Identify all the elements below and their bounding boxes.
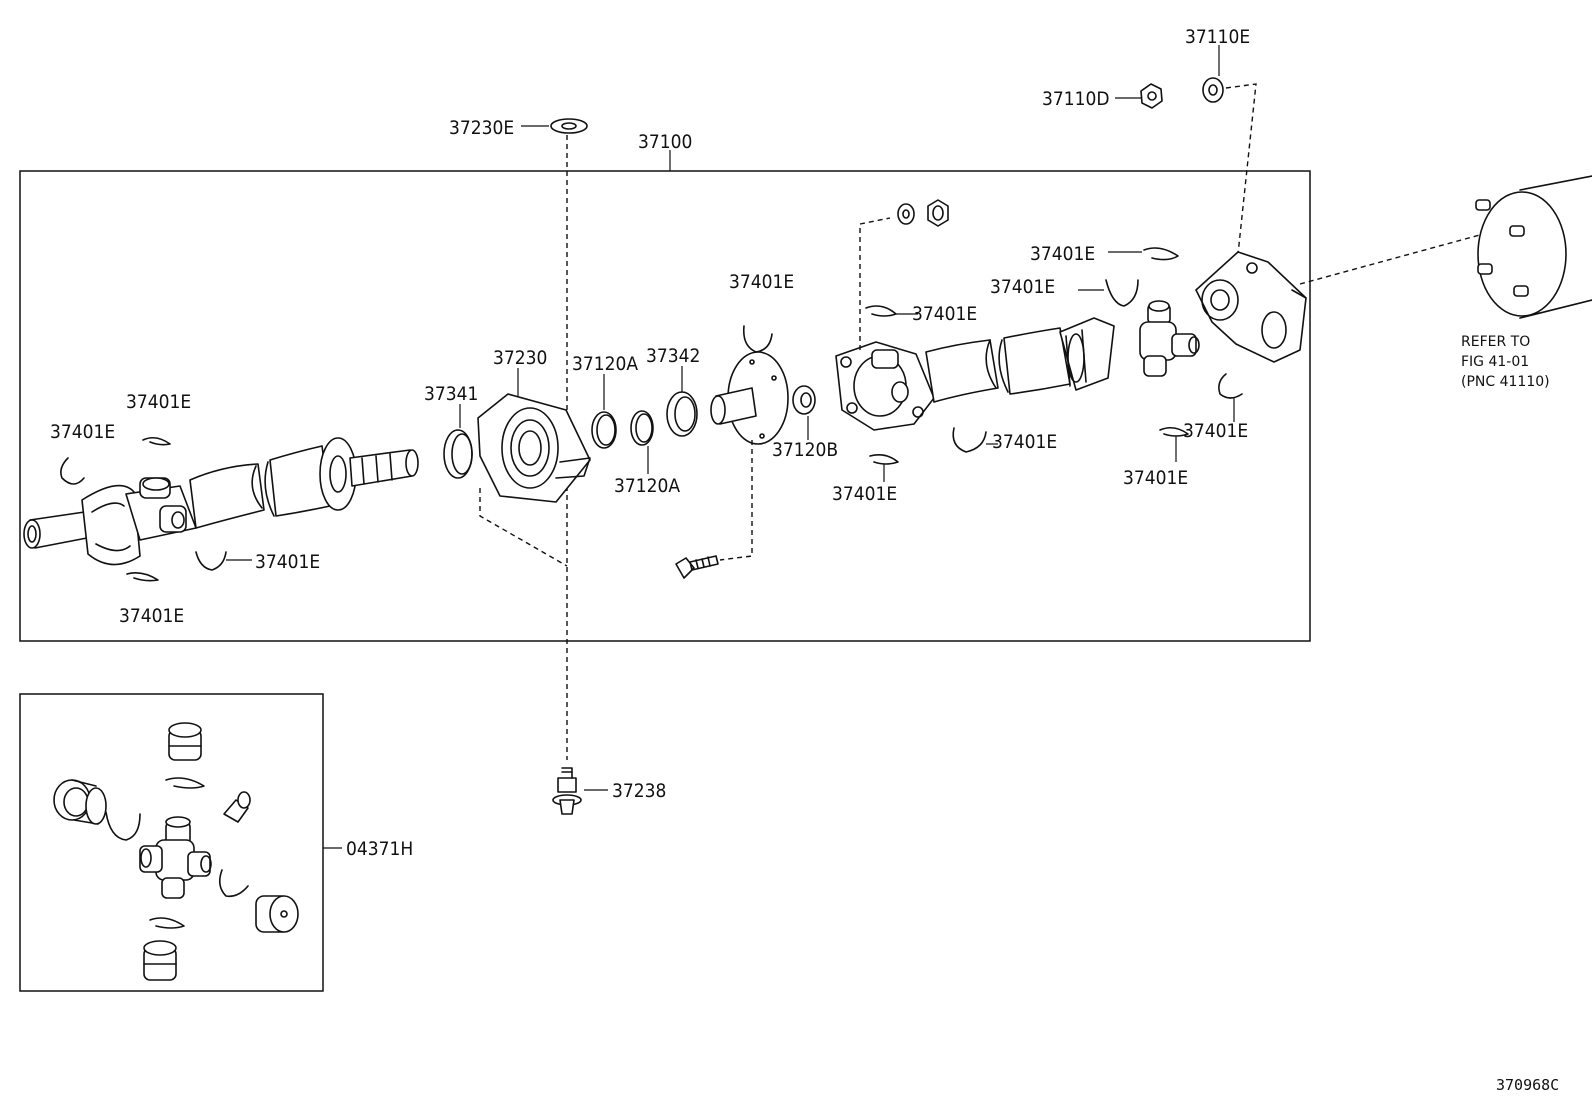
callout-37342: 37342 — [646, 345, 700, 367]
callout-37120A-1: 37120A — [572, 353, 638, 375]
ring-37120A-2 — [630, 410, 654, 446]
nut-37110D — [1140, 83, 1163, 109]
callout-37401E-m1: 37401E — [729, 271, 794, 293]
snap-ring-tr1 — [1143, 247, 1179, 261]
spider-kit-bearing-bottom — [143, 940, 177, 981]
callout-37120A-2: 37120A — [614, 475, 680, 497]
spider-kit-bearing-left — [53, 779, 107, 825]
spider-kit-bearing-right — [255, 895, 299, 933]
callout-37100: 37100 — [638, 131, 692, 153]
cv-joint-nut — [927, 199, 949, 227]
snap-ring-tr2 — [1105, 279, 1139, 307]
bolt-37238 — [552, 767, 582, 815]
spider-kit-cross — [139, 816, 212, 899]
dust-deflector-37341 — [443, 429, 473, 479]
rear-yoke — [1059, 317, 1115, 391]
rear-cv-joint — [835, 341, 935, 431]
callout-37341: 37341 — [424, 383, 478, 405]
callout-37401E-m4: 37401E — [832, 483, 897, 505]
callout-04371H: 04371H — [346, 838, 413, 860]
diagram-code: 370968C — [1496, 1076, 1559, 1094]
reference-note-line2: FIG 41-01 — [1461, 354, 1529, 370]
front-propeller-tube — [189, 445, 331, 529]
callout-37401E-l3: 37401E — [255, 551, 320, 573]
center-flange — [710, 351, 789, 445]
callout-37401E-m2: 37401E — [912, 303, 977, 325]
callout-37238: 37238 — [612, 780, 666, 802]
callout-37401E-r1: 37401E — [1183, 420, 1248, 442]
snap-ring-l2 — [142, 436, 171, 446]
callout-37401E-l4: 37401E — [119, 605, 184, 627]
snap-ring-l3 — [195, 551, 227, 571]
snap-ring-m2 — [865, 305, 897, 317]
spider-kit-ring-4 — [149, 917, 185, 929]
callout-37401E-r2: 37401E — [1123, 467, 1188, 489]
spider-kit-ring-3 — [218, 869, 249, 898]
reference-note-line1: REFER TO — [1461, 334, 1530, 350]
callout-37401E-l1: 37401E — [126, 391, 191, 413]
snap-ring-m3 — [952, 427, 987, 453]
center-support-bearing — [477, 393, 591, 503]
front-shaft-flange-spline — [319, 437, 419, 511]
callout-37230E: 37230E — [449, 117, 514, 139]
ring-37120A-1 — [591, 411, 617, 449]
snap-ring-r1 — [1218, 373, 1243, 399]
cv-joint-washer — [897, 203, 915, 225]
snap-ring-m4 — [869, 454, 899, 465]
rear-flange-yoke — [1195, 251, 1307, 363]
callout-37110D: 37110D — [1042, 88, 1110, 110]
flange-bolt — [675, 555, 719, 579]
rear-propeller-tube — [925, 327, 1071, 403]
callout-37230: 37230 — [493, 347, 547, 369]
callout-37110E: 37110E — [1185, 26, 1250, 48]
spider-kit-bearing-top — [168, 722, 202, 761]
spider-kit-grease-fitting — [223, 791, 251, 823]
snap-ring-l4 — [126, 572, 159, 582]
snap-ring-m1 — [742, 325, 773, 353]
snap-ring-l1 — [60, 457, 85, 485]
callout-37401E-tr1: 37401E — [1030, 243, 1095, 265]
reference-note-line3: (PNC 41110) — [1461, 374, 1550, 390]
rear-spider — [1139, 300, 1200, 377]
dust-deflector-37342 — [666, 391, 698, 437]
differential-flange-reference — [1475, 175, 1592, 319]
front-universal-joint — [125, 477, 197, 541]
washer-37230E — [550, 118, 588, 134]
spider-kit-ring-2 — [105, 811, 141, 841]
front-slip-yoke — [23, 484, 141, 566]
main-assembly-frame — [19, 170, 1311, 642]
nut-37120B — [792, 385, 816, 415]
callout-37401E-m3: 37401E — [992, 431, 1057, 453]
spider-kit-frame — [19, 693, 324, 992]
callout-37401E-tr2: 37401E — [990, 276, 1055, 298]
snap-ring-r2 — [1159, 426, 1189, 437]
callout-37401E-l2: 37401E — [50, 421, 115, 443]
callout-37120B: 37120B — [772, 439, 838, 461]
washer-37110E — [1202, 77, 1224, 103]
spider-kit-ring-1 — [165, 777, 205, 789]
